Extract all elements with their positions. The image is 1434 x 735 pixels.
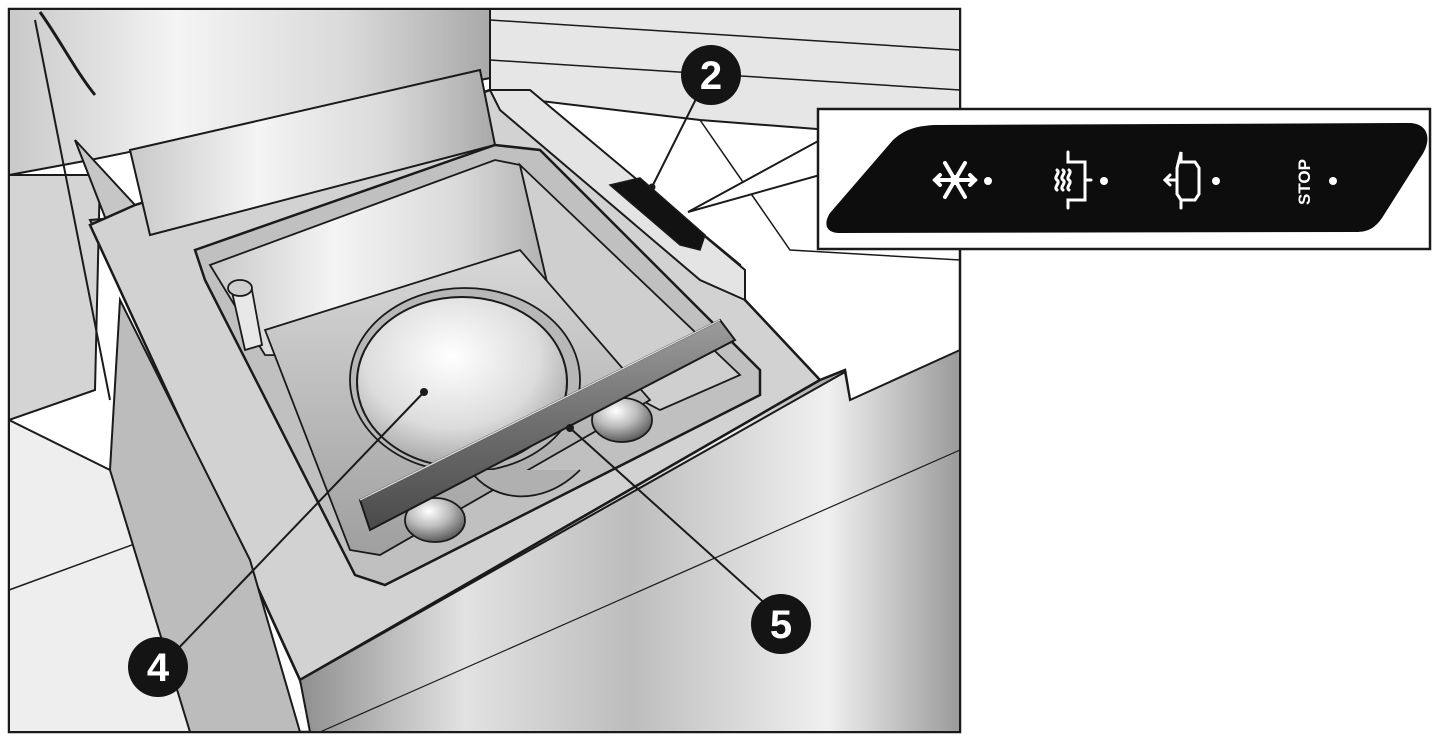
heated-drain-indicator-dot xyxy=(1100,177,1108,185)
stop-indicator-dot xyxy=(1329,177,1337,185)
bar-knobs xyxy=(404,397,653,543)
stop-icon: STOP xyxy=(1295,159,1314,205)
callout-4: 4 xyxy=(128,637,188,697)
leader-lines xyxy=(171,94,771,656)
snowflake-indicator-dot xyxy=(984,177,992,185)
rinse-aid-post xyxy=(227,279,264,352)
control-panel-zoom: STOP xyxy=(816,107,1432,251)
cycle-icon xyxy=(1162,151,1201,210)
callout-2: 2 xyxy=(681,45,741,105)
callout-5: 5 xyxy=(751,594,811,654)
stop-label: STOP xyxy=(1295,159,1314,205)
control-panel-strip xyxy=(608,177,706,251)
snowflake-icon xyxy=(932,161,978,199)
lid-bar xyxy=(358,318,737,532)
heated-drain-icon xyxy=(1054,150,1093,210)
cycle-indicator-dot xyxy=(1212,177,1220,185)
svg-text:5: 5 xyxy=(770,603,792,647)
svg-text:4: 4 xyxy=(147,646,170,690)
svg-text:2: 2 xyxy=(700,54,722,98)
leader-dots xyxy=(420,183,656,432)
